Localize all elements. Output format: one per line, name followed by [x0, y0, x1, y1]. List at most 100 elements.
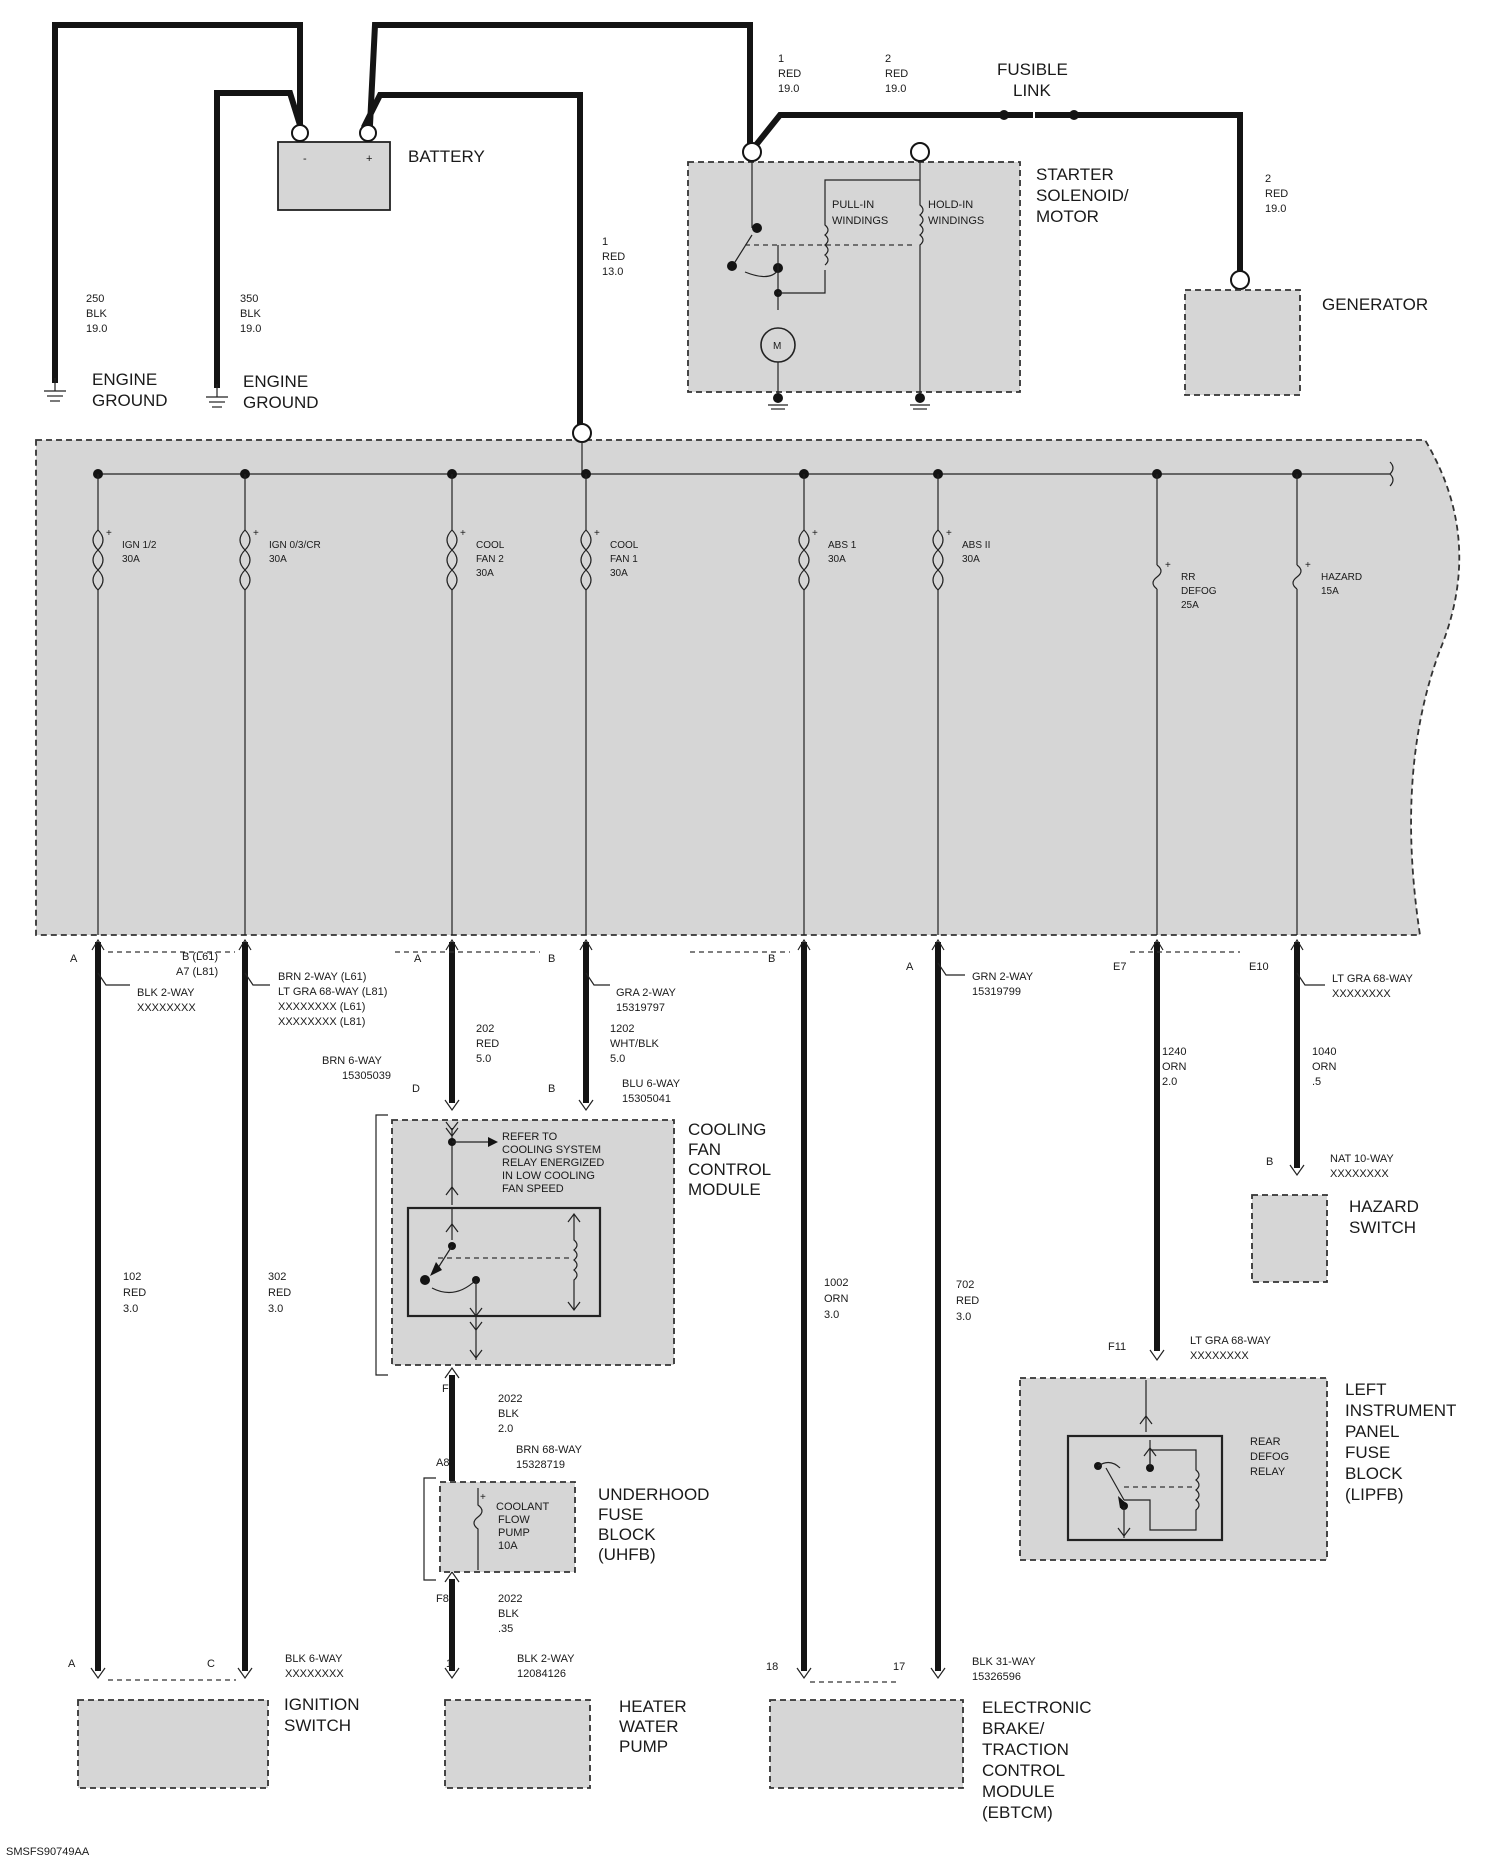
pin-arrow [444, 1099, 460, 1112]
rear-defog-relay-box [1066, 1434, 1224, 1542]
svg-text:B: B [768, 953, 775, 965]
svg-text:B (L61)A7 (L81): B (L61)A7 (L81) [176, 951, 218, 978]
connector-c2-label: BRN 2-WAY (L61)LT GRA 68-WAY (L81)XXXXXX… [278, 971, 387, 1028]
ground-symbol-1 [44, 378, 66, 402]
connector-hook [238, 938, 252, 951]
fuse-symbol [92, 529, 104, 591]
pin-arrow [930, 1667, 946, 1680]
generator-box [1184, 289, 1301, 396]
heater-water-pump-box [444, 1699, 591, 1789]
connector-hook [445, 938, 459, 951]
fuse-symbol [932, 529, 944, 591]
hazard-switch-box [1251, 1194, 1328, 1283]
svg-text:F: F [442, 1383, 449, 1395]
pin-arrow [578, 1099, 594, 1112]
svg-text:B: B [548, 953, 555, 965]
svg-text:M: M [773, 341, 781, 352]
battery-box [277, 141, 391, 211]
pin-arrow [1149, 1349, 1165, 1362]
fuse-symbol [1152, 564, 1162, 590]
svg-text:B: B [548, 1083, 555, 1095]
connector-hook [931, 938, 945, 951]
svg-text:E7: E7 [1113, 961, 1126, 973]
svg-text:18: 18 [766, 1661, 778, 1673]
connector-hook [579, 938, 593, 951]
uhfb-box [439, 1481, 576, 1573]
pin-arrow [796, 1667, 812, 1680]
svg-text:A8: A8 [436, 1457, 449, 1469]
svg-text:A: A [906, 961, 914, 973]
starter-solenoid-box [687, 161, 1021, 393]
svg-text:F8: F8 [436, 1593, 449, 1605]
svg-text:A: A [68, 1658, 76, 1670]
fuse-symbol [446, 529, 458, 591]
svg-text:D: D [412, 1083, 420, 1095]
svg-text:17: 17 [893, 1661, 905, 1673]
connector-hook [797, 938, 811, 951]
svg-text:F11: F11 [1108, 1341, 1126, 1353]
fuse-symbol [1292, 564, 1302, 590]
ignition-switch-box [77, 1699, 269, 1789]
connector-hook [1290, 938, 1304, 951]
svg-text:E10: E10 [1249, 961, 1269, 973]
svg-text:+: + [480, 1492, 486, 1503]
ground-symbol-2 [206, 384, 228, 408]
battery-label: BATTERY [408, 147, 485, 166]
cfcm-relay-box [406, 1206, 602, 1318]
cooling-fan-control-module-box [391, 1119, 675, 1366]
svg-text:A: A [414, 953, 422, 965]
fuse-symbol [580, 529, 592, 591]
connector-hook [1150, 938, 1164, 951]
generator-label: GENERATOR [1322, 295, 1428, 314]
ebtcm-box [769, 1699, 964, 1789]
